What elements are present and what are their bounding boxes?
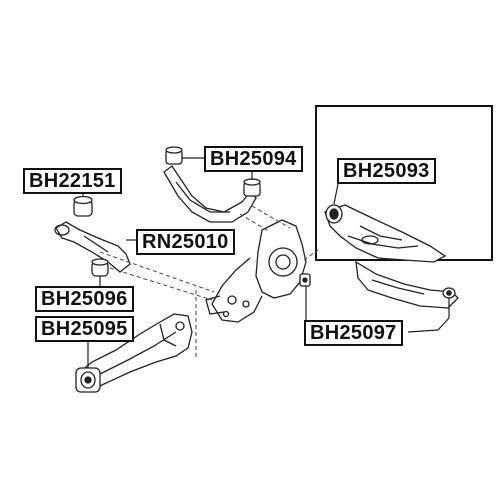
label-bh25096: BH25096 [35,286,134,312]
bh25097-leader [407,298,450,333]
toe-link-arm [55,222,130,272]
bh25097-bushing-icon [442,287,456,299]
dashed-reference-lines [99,205,319,358]
label-bh25093: BH25093 [337,158,436,184]
label-bh25095: BH25095 [35,316,134,342]
knuckle-hub [206,220,306,322]
label-bh22151: BH22151 [23,168,122,194]
bh22151-bushing-icon [73,195,93,217]
label-rn25010: RN25010 [136,229,235,255]
label-bh25094: BH25094 [204,146,303,172]
label-bh25097: BH25097 [304,320,403,346]
inset-lower-arm [325,205,445,262]
leader-lines [82,157,339,368]
bh25096-bushing-icon [91,258,109,277]
lower-control-arm [356,262,458,308]
bh25095-bushing-icon [75,367,101,393]
knuckle-bushing-icon [299,273,311,287]
bh25094-bushing-top-icon [165,146,183,165]
bh25094-bushing-right-icon [243,178,261,197]
upper-control-arm [164,166,256,222]
inset-bushing-icon [325,204,343,224]
